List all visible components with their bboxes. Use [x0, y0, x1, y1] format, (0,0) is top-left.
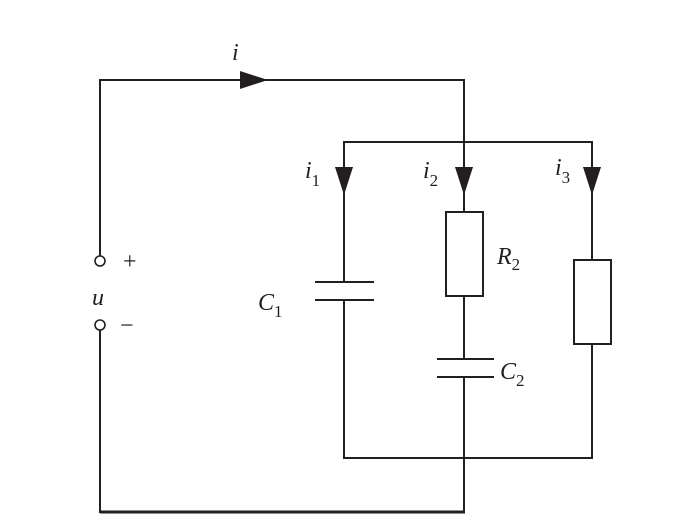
- i3-subscript: 3: [562, 168, 571, 187]
- c1-subscript: 1: [274, 302, 283, 321]
- r2-symbol: R: [496, 244, 512, 270]
- label-main-current: i: [232, 40, 239, 66]
- i3-arrow-icon: [583, 167, 601, 195]
- positive-terminal-icon: [94, 255, 106, 267]
- resistor-r3: [573, 259, 612, 345]
- label-voltage-u: u: [92, 285, 104, 311]
- negative-terminal-icon: [94, 319, 106, 331]
- i1-subscript: 1: [312, 171, 321, 190]
- main-current-arrow-icon: [240, 71, 268, 89]
- wires: [99, 79, 593, 514]
- label-plus-sign: +: [123, 249, 137, 275]
- label-i2: i2: [423, 158, 438, 190]
- c2-symbol: C: [500, 359, 517, 385]
- label-c2: C2: [500, 359, 525, 390]
- resistor-r2: [445, 211, 484, 297]
- label-minus-sign: −: [120, 313, 134, 339]
- r2-subscript: 2: [512, 255, 521, 274]
- label-r2: R2: [496, 244, 520, 274]
- capacitor-c2: [437, 358, 494, 378]
- main-current-symbol: i: [232, 40, 239, 66]
- label-i3: i3: [555, 155, 570, 187]
- i1-arrow-icon: [335, 167, 353, 195]
- i2-arrow-icon: [455, 167, 473, 195]
- capacitor-c1: [315, 281, 374, 301]
- label-c1: C1: [258, 290, 283, 321]
- c1-symbol: C: [258, 290, 275, 316]
- i2-subscript: 2: [430, 171, 439, 190]
- i1-symbol: i: [305, 158, 312, 184]
- c2-subscript: 2: [516, 371, 525, 390]
- label-i1: i1: [305, 158, 320, 190]
- main-top-wire: [99, 79, 465, 256]
- i2-symbol: i: [423, 158, 430, 184]
- i3-symbol: i: [555, 155, 562, 181]
